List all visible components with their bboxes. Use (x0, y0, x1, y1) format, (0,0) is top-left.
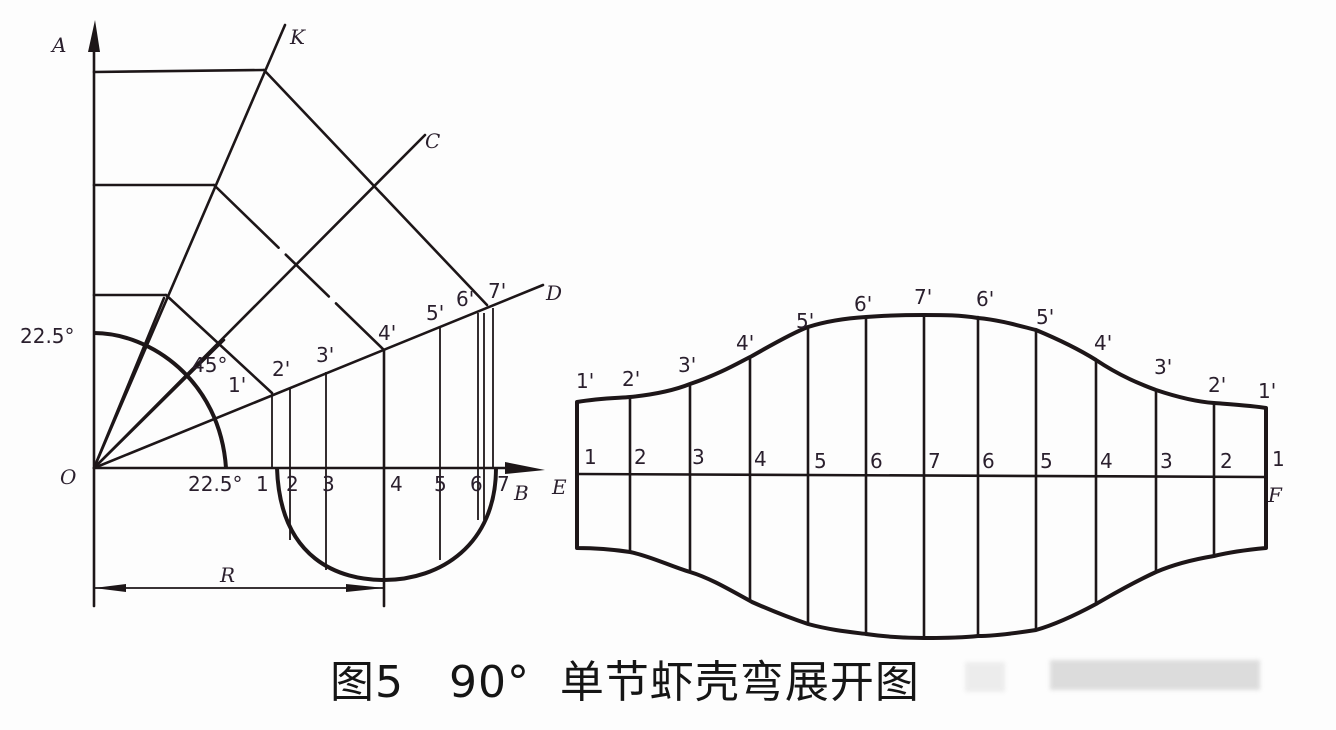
axis-arrow-right-icon (505, 462, 545, 474)
upper-point-7: 7' (488, 279, 506, 303)
label-o: O (60, 465, 76, 489)
watermark-blur-bar (1050, 660, 1260, 690)
base-point-6: 6 (470, 472, 483, 496)
base-point-4: 4 (390, 472, 403, 496)
base-point-3: 3 (322, 472, 335, 496)
base-point-2: 2 (286, 472, 299, 496)
mid-label-11: 3 (1160, 449, 1173, 473)
angle-label-top: 22.5° (20, 324, 75, 348)
top-label-12: 2' (1208, 373, 1226, 397)
top-label-1: 1' (576, 369, 594, 393)
base-point-5: 5 (434, 472, 447, 496)
mid-label-8: 6 (982, 449, 995, 473)
dimension-arrow-left-icon (94, 584, 126, 592)
top-label-9: 5' (1036, 305, 1054, 329)
label-b: B (513, 481, 529, 505)
top-label-3: 3' (678, 353, 696, 377)
label-f: F (1267, 483, 1283, 507)
top-label-6: 6' (854, 292, 872, 316)
axis-arrow-up-icon (88, 20, 100, 52)
top-label-5: 5' (796, 309, 814, 333)
top-label-11: 3' (1154, 355, 1172, 379)
top-label-13: 1' (1258, 379, 1276, 403)
diagonal-middle (212, 183, 386, 352)
label-k: K (289, 25, 306, 49)
ray-ok (92, 23, 287, 470)
ef-midline (575, 472, 1268, 479)
upper-point-1: 1' (228, 373, 246, 397)
upper-point-4: 4' (378, 321, 396, 345)
dimension-arrow-right-icon (346, 584, 384, 592)
ray-45 (92, 338, 226, 470)
base-point-7: 7 (497, 472, 510, 496)
top-label-4: 4' (736, 331, 754, 355)
top-label-10: 4' (1094, 331, 1112, 355)
upper-point-3: 3' (316, 343, 334, 367)
diagonal-outer (262, 68, 489, 307)
horizontal-1 (92, 68, 266, 74)
upper-point-2: 2' (272, 357, 290, 381)
label-c: C (425, 129, 440, 153)
label-d: D (545, 281, 562, 305)
mid-label-9: 5 (1040, 449, 1053, 473)
watermark-blur (965, 662, 1005, 692)
top-label-2: 2' (622, 367, 640, 391)
base-point-1: 1 (256, 472, 269, 496)
top-label-8: 6' (976, 287, 994, 311)
mid-label-5: 5 (814, 449, 827, 473)
label-e: E (551, 475, 567, 499)
angle-label-middle: 45° (192, 353, 227, 377)
left-projection-drawing: A K C D O B R 22.5° 22.5° 45° 1' 2' 3' 4… (20, 20, 562, 608)
mid-label-10: 4 (1100, 449, 1113, 473)
label-r: R (219, 563, 235, 587)
angle-label-bottom: 22.5° (188, 472, 243, 496)
mid-label-3: 3 (692, 445, 705, 469)
label-a: A (50, 33, 66, 57)
ray-inner (92, 296, 166, 470)
upper-point-6: 6' (456, 287, 474, 311)
diagonal-inner (164, 293, 274, 395)
half-circle (275, 467, 498, 582)
unfolded-pattern-drawing: E F 1' 2' 3' 4' 5' 6' 7' 6' 5' 4' 3' 2' … (551, 285, 1285, 640)
mid-label-6: 6 (870, 449, 883, 473)
mid-label-7: 7 (928, 449, 941, 473)
figure-caption: 图5 90° 单节虾壳弯展开图 (330, 657, 920, 708)
mid-label-1: 1 (584, 445, 597, 469)
mid-label-12: 2 (1220, 449, 1233, 473)
mid-label-2: 2 (634, 445, 647, 469)
quarter-arc (93, 331, 228, 469)
upper-point-5: 5' (426, 301, 444, 325)
ray-od (92, 283, 545, 470)
mid-label-4: 4 (754, 447, 767, 471)
top-label-7: 7' (914, 285, 932, 309)
mid-label-13: 1 (1272, 447, 1285, 471)
